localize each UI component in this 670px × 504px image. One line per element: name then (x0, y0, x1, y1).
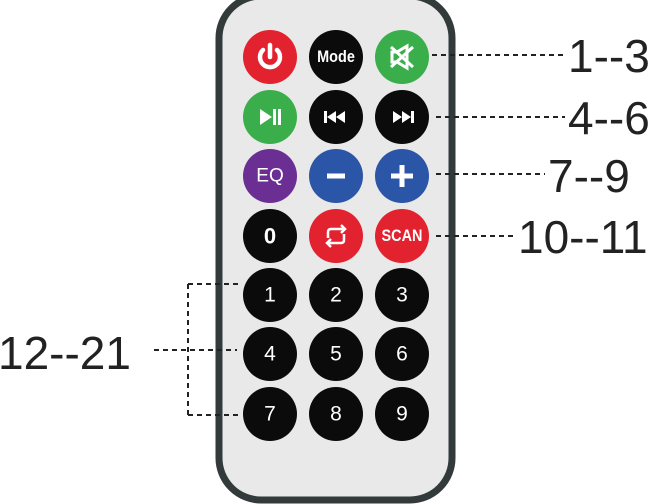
mode-button-face (309, 30, 363, 84)
mute-icon (389, 43, 415, 71)
next-icon (393, 111, 414, 123)
next-button[interactable] (375, 90, 429, 144)
power-button[interactable] (243, 30, 297, 84)
repeat-button[interactable] (309, 209, 363, 263)
three-button-face (375, 268, 429, 322)
callout-label-numpad: 12--21 (0, 327, 131, 379)
callout-label-row1: 1--3 (568, 30, 650, 82)
one-button-label: 1 (264, 284, 276, 307)
six-button-face (375, 327, 429, 381)
three-button[interactable]: 3 (375, 268, 429, 322)
eq-button[interactable]: EQ (243, 149, 297, 203)
previous-icon (324, 111, 345, 123)
eq-button-face (243, 149, 297, 203)
plus-icon (391, 165, 413, 187)
callout-label-row4: 10--11 (518, 211, 648, 263)
zero-button-label: 0 (264, 224, 276, 249)
seven-button[interactable]: 7 (243, 387, 297, 441)
callout-label-row2: 4--6 (568, 92, 650, 144)
power-icon (257, 42, 283, 70)
mode-button-label: Mode (317, 48, 355, 66)
nine-button-label: 9 (396, 403, 408, 426)
eq-button-label: EQ (256, 166, 283, 187)
volume-up-button[interactable] (375, 149, 429, 203)
play-pause-button[interactable] (243, 90, 297, 144)
three-button-label: 3 (396, 284, 408, 307)
callout-lines (154, 54, 565, 416)
two-button-label: 2 (330, 284, 342, 307)
one-button-face (243, 268, 297, 322)
mode-button[interactable]: Mode (309, 30, 363, 84)
scan-button-label: SCAN (382, 227, 423, 245)
volume-down-button[interactable] (309, 149, 363, 203)
zero-button[interactable]: 0 (243, 209, 297, 263)
two-button[interactable]: 2 (309, 268, 363, 322)
scan-button[interactable]: SCAN (375, 209, 429, 263)
eight-button[interactable]: 8 (309, 387, 363, 441)
previous-button[interactable] (309, 90, 363, 144)
six-button-label: 6 (396, 343, 408, 366)
eight-button-face (309, 387, 363, 441)
six-button[interactable]: 6 (375, 327, 429, 381)
zero-button-face (243, 209, 297, 263)
four-button-label: 4 (264, 343, 276, 366)
nine-button-face (375, 387, 429, 441)
scan-button-face (375, 209, 429, 263)
one-button[interactable]: 1 (243, 268, 297, 322)
five-button-face (309, 327, 363, 381)
four-button-face (243, 327, 297, 381)
repeat-button-face (309, 209, 363, 263)
mute-button[interactable] (375, 30, 429, 84)
four-button[interactable]: 4 (243, 327, 297, 381)
five-button[interactable]: 5 (309, 327, 363, 381)
seven-button-label: 7 (264, 403, 276, 426)
repeat-icon (325, 224, 347, 248)
callout-label-row3: 7--9 (548, 150, 630, 202)
play-pause-icon (260, 109, 281, 125)
nine-button[interactable]: 9 (375, 387, 429, 441)
five-button-label: 5 (330, 343, 342, 366)
minus-icon (327, 173, 345, 179)
seven-button-face (243, 387, 297, 441)
eight-button-label: 8 (330, 403, 342, 426)
two-button-face (309, 268, 363, 322)
